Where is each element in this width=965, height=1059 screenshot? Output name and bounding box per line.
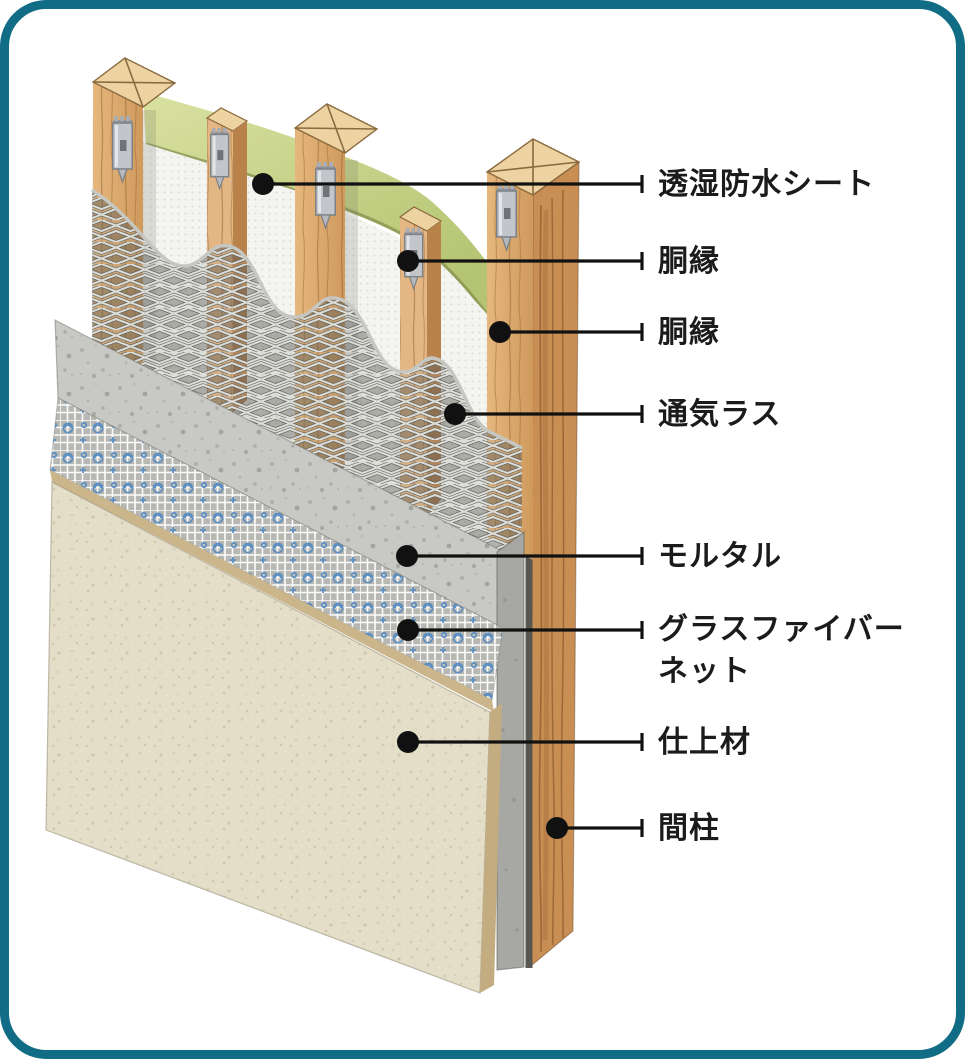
finish-layer bbox=[45, 470, 502, 994]
leader-furring-2 bbox=[489, 321, 644, 343]
leader-finish bbox=[397, 731, 644, 753]
leader-furring-1 bbox=[397, 250, 644, 272]
leader-vent-lath bbox=[444, 403, 644, 425]
mortar-layer bbox=[54, 318, 525, 971]
leader-net bbox=[397, 619, 644, 641]
vent-lath bbox=[91, 188, 523, 562]
label-weather-sheet: 透湿防水シート bbox=[658, 167, 875, 202]
leader-stud bbox=[546, 817, 644, 839]
leader-weather-sheet bbox=[252, 173, 644, 195]
callout-leaders bbox=[252, 173, 644, 839]
label-furring-2: 胴縁 bbox=[658, 315, 720, 350]
stud-shadow-gap bbox=[525, 540, 533, 968]
label-vent-lath: 通気ラス bbox=[658, 397, 782, 432]
stud bbox=[530, 160, 580, 968]
label-finish: 仕上材 bbox=[658, 725, 751, 760]
label-furring-1: 胴縁 bbox=[658, 244, 720, 279]
label-stud: 間柱 bbox=[658, 811, 720, 846]
label-net: グラスファイバー ネット bbox=[658, 612, 905, 689]
leader-mortar bbox=[396, 545, 644, 567]
label-mortar: モルタル bbox=[658, 539, 782, 574]
